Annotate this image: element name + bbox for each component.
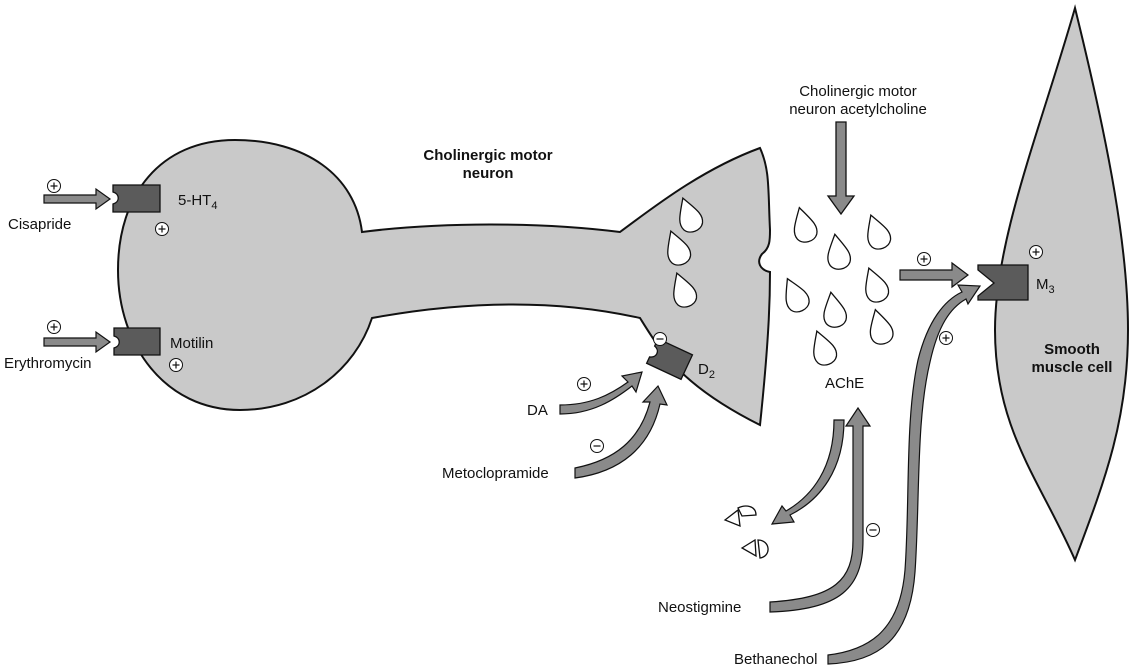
ach-release-arrow <box>828 122 854 214</box>
neuron-cell-body <box>118 140 770 425</box>
m3-receptor <box>978 265 1028 300</box>
muscle-title-line2: muscle cell <box>1032 359 1113 376</box>
ach-to-m3-arrow <box>900 263 968 287</box>
erythromycin-plus-icon <box>48 321 61 334</box>
muscle-title-line1: Smooth <box>1044 341 1100 358</box>
metoclopramide-minus-icon <box>591 440 604 453</box>
da-label: DA <box>527 402 548 419</box>
motilin-receptor-label: Motilin <box>170 335 213 352</box>
cisapride-label: Cisapride <box>8 216 71 233</box>
d2-receptor-minus-icon <box>654 333 667 346</box>
cisapride-plus-icon <box>48 180 61 193</box>
release-label-line1: Cholinergic motor <box>799 83 917 100</box>
neuron-title-line1: Cholinergic motor <box>423 147 552 164</box>
metoclopramide-arrow <box>575 386 667 478</box>
motilin-receptor <box>114 328 160 355</box>
hydrolyzed-ach-fragments <box>725 506 768 558</box>
neostigmine-minus-icon <box>867 524 880 537</box>
acetylcholine-vesicles <box>777 205 895 368</box>
da-arrow <box>560 372 642 414</box>
bethanechol-arrow <box>828 285 980 664</box>
m3-receptor-plus-icon <box>1030 246 1043 259</box>
5ht4-receptor <box>113 185 160 212</box>
neuron-title-line2: neuron <box>463 165 514 182</box>
release-label-line2: neuron acetylcholine <box>789 101 927 118</box>
ache-breakdown-arrow <box>772 420 844 524</box>
erythromycin-label: Erythromycin <box>4 355 92 372</box>
da-plus-icon <box>578 378 591 391</box>
bethanechol-plus-icon <box>940 332 953 345</box>
neostigmine-label: Neostigmine <box>658 599 741 616</box>
metoclopramide-label: Metoclopramide <box>442 465 549 482</box>
ache-label: AChE <box>825 375 864 392</box>
ach-m3-plus-icon <box>918 253 931 266</box>
bethanechol-label: Bethanechol <box>734 651 817 666</box>
erythromycin-arrow <box>44 332 110 352</box>
5ht4-receptor-plus-icon <box>156 223 169 236</box>
motilin-receptor-plus-icon <box>170 359 183 372</box>
